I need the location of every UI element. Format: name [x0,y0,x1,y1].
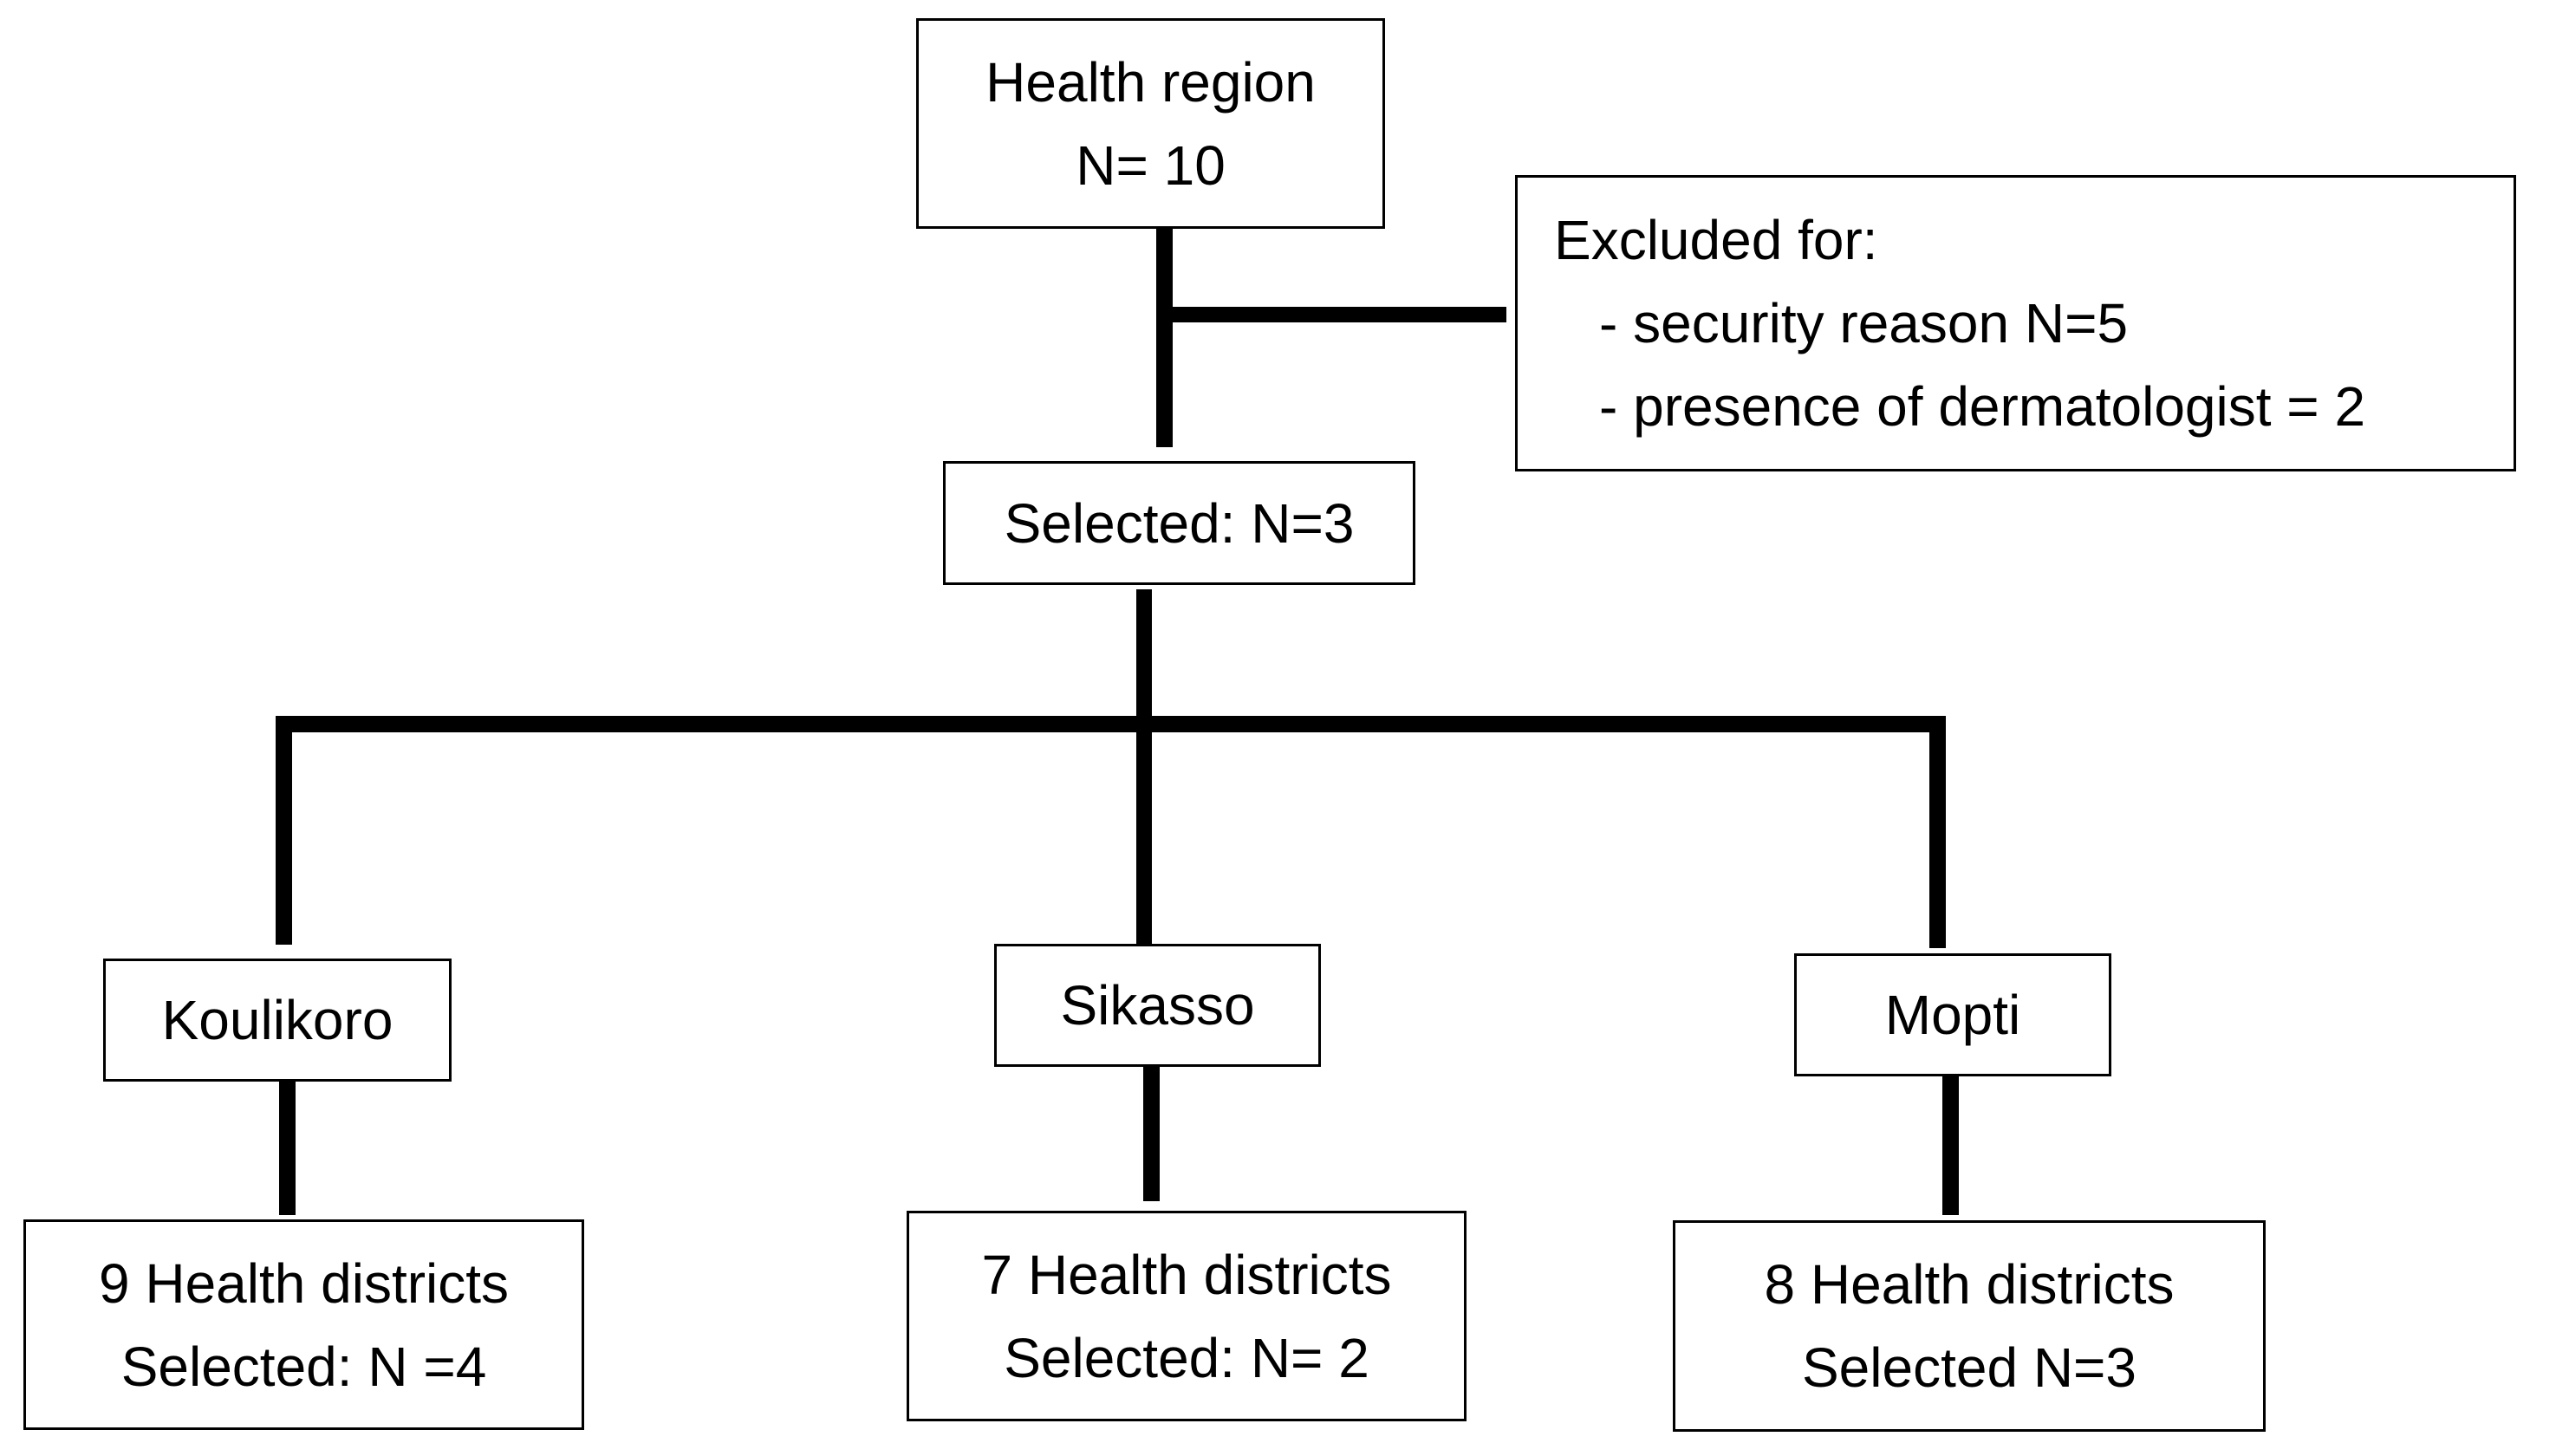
health-region-box: Health region N= 10 [916,18,1385,229]
region-box-sikasso: Sikasso [994,944,1321,1067]
region-name: Koulikoro [161,989,393,1051]
region-name: Mopti [1884,984,2021,1046]
excluded-item-dermatologist: - presence of dermatologist = 2 [1599,375,2366,438]
excluded-box: Excluded for: - security reason N=5 - pr… [1515,175,2516,471]
region-box-koulikoro: Koulikoro [103,959,452,1082]
districts-count: 9 Health districts [98,1251,510,1315]
health-region-label: Health region [985,50,1316,114]
connector-horizontal-branch [276,716,1946,732]
connector-to-koulikoro [276,723,292,945]
region-name: Sikasso [1060,974,1255,1037]
connector-top-to-selected [1156,227,1173,447]
health-region-count: N= 10 [1076,133,1226,197]
connector-mopti-to-districts [1942,1076,1959,1215]
selected-regions-label: Selected: N=3 [1004,491,1355,555]
districts-selected: Selected N=3 [1801,1336,2137,1399]
districts-selected: Selected: N= 2 [1004,1326,1369,1389]
districts-count: 8 Health districts [1764,1253,2175,1316]
excluded-item-security: - security reason N=5 [1599,292,2129,354]
region-box-mopti: Mopti [1794,953,2111,1076]
connector-to-excluded [1165,307,1506,322]
excluded-heading: Excluded for: [1554,209,1878,271]
districts-selected: Selected: N =4 [120,1335,487,1398]
connector-to-mopti [1929,723,1946,948]
districts-box-mopti: 8 Health districts Selected N=3 [1673,1220,2266,1432]
connector-selected-down [1136,589,1152,725]
districts-box-sikasso: 7 Health districts Selected: N= 2 [907,1211,1467,1421]
connector-koulikoro-to-districts [279,1080,296,1215]
districts-box-koulikoro: 9 Health districts Selected: N =4 [23,1219,584,1430]
selected-regions-box: Selected: N=3 [943,461,1415,585]
connector-sikasso-to-districts [1143,1066,1160,1201]
connector-to-sikasso [1136,723,1152,946]
districts-count: 7 Health districts [981,1243,1392,1306]
